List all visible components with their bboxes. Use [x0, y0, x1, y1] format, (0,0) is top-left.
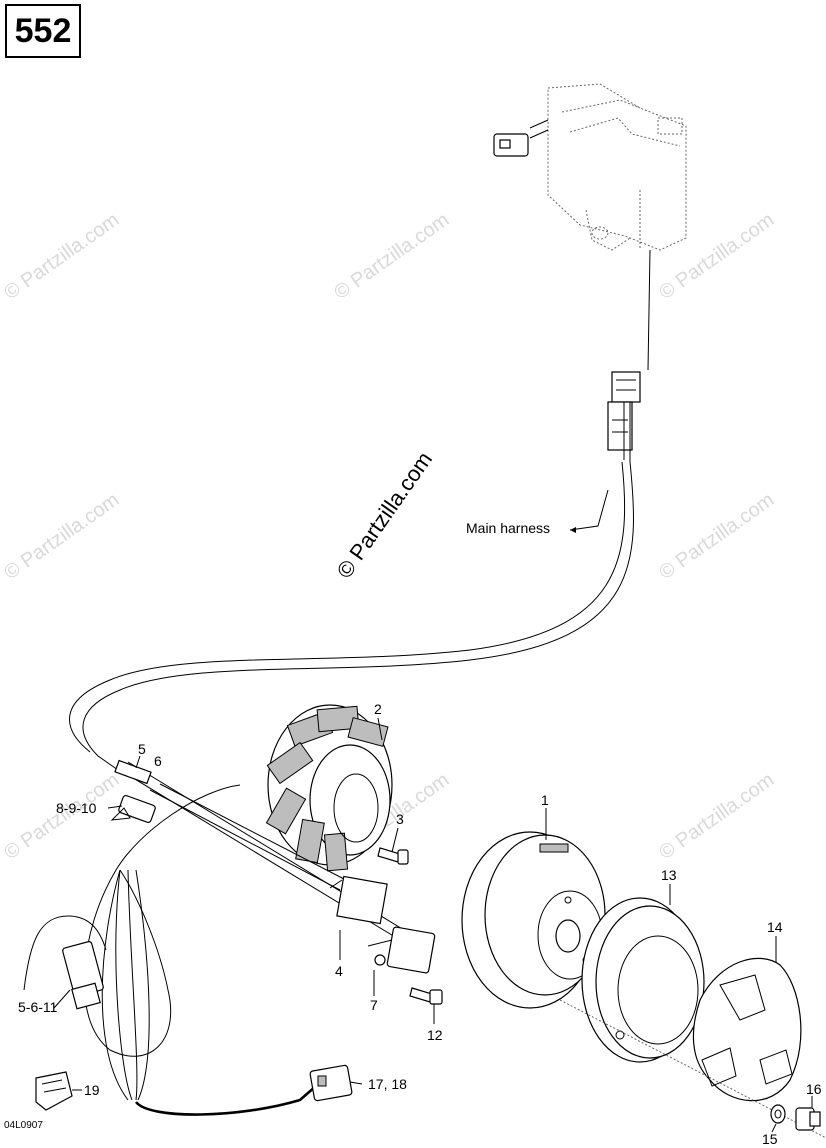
- callout-1: 1: [541, 792, 549, 808]
- stator: [265, 704, 393, 872]
- leader-lines: [53, 717, 813, 1133]
- wiring-loop: [101, 869, 129, 1101]
- callout-8-9-10: 8-9-10: [56, 800, 97, 816]
- callout-19: 19: [84, 1082, 100, 1098]
- watermark: © Partzilla.com: [330, 209, 453, 304]
- callout-4: 4: [335, 963, 343, 979]
- watermark: © Partzilla.com: [655, 769, 778, 864]
- main-harness-label: Main harness: [466, 520, 550, 536]
- callout-13: 13: [661, 867, 677, 883]
- callout-17-18: 17, 18: [368, 1076, 407, 1092]
- callout-7: 7: [370, 997, 378, 1013]
- watermark: © Partzilla.com: [0, 769, 123, 864]
- callout-labels: 2 1 3 13 14 5 6 8-9-10 4 7 12 5-6-11 17,…: [18, 701, 822, 1147]
- trigger-coil: [329, 875, 388, 925]
- harness-wire: [82, 461, 634, 771]
- trigger-connector: [367, 926, 436, 974]
- callout-12: 12: [427, 1027, 443, 1043]
- page-number: 552: [5, 4, 81, 58]
- callout-14: 14: [767, 919, 783, 935]
- starter-pulley: [581, 897, 705, 1063]
- watermark: © Partzilla.com: [655, 489, 778, 584]
- callout-5-6-11: 5-6-11: [18, 999, 58, 1015]
- diagram-code: 04L0907: [4, 1120, 43, 1131]
- wiring-loop: [83, 784, 241, 1057]
- starter-cup: [692, 957, 802, 1102]
- connector-5-6-11: [23, 915, 107, 1010]
- ignition-coil: [493, 83, 687, 251]
- callout-5: 5: [138, 741, 146, 757]
- callout-15: 15: [762, 1131, 778, 1147]
- callout-3: 3: [396, 811, 404, 827]
- stator-cable: [149, 783, 347, 891]
- washer: [770, 1104, 786, 1124]
- harness-connector: [110, 759, 156, 824]
- connector-17-18: [134, 1064, 353, 1116]
- bolt: [377, 847, 409, 865]
- wiring-loop: [115, 869, 150, 1101]
- connector-19: [35, 1071, 73, 1111]
- callout-2: 2: [374, 701, 382, 717]
- harness-wire-inner: [69, 461, 626, 753]
- callout-6: 6: [154, 753, 162, 769]
- watermark: © Partzilla.com: [0, 209, 123, 304]
- partzilla-watermark: © Partzilla.com: [332, 447, 438, 583]
- watermark: © Partzilla.com: [0, 489, 123, 584]
- main-harness-connector: [607, 371, 641, 462]
- main-harness-leader: [569, 489, 609, 531]
- screw: [795, 1107, 821, 1131]
- coil-wire: [647, 249, 651, 371]
- watermark: © Partzilla.com: [655, 209, 778, 304]
- callout-16: 16: [806, 1081, 822, 1097]
- bolt: [409, 987, 443, 1005]
- arrow-icon: [570, 527, 576, 533]
